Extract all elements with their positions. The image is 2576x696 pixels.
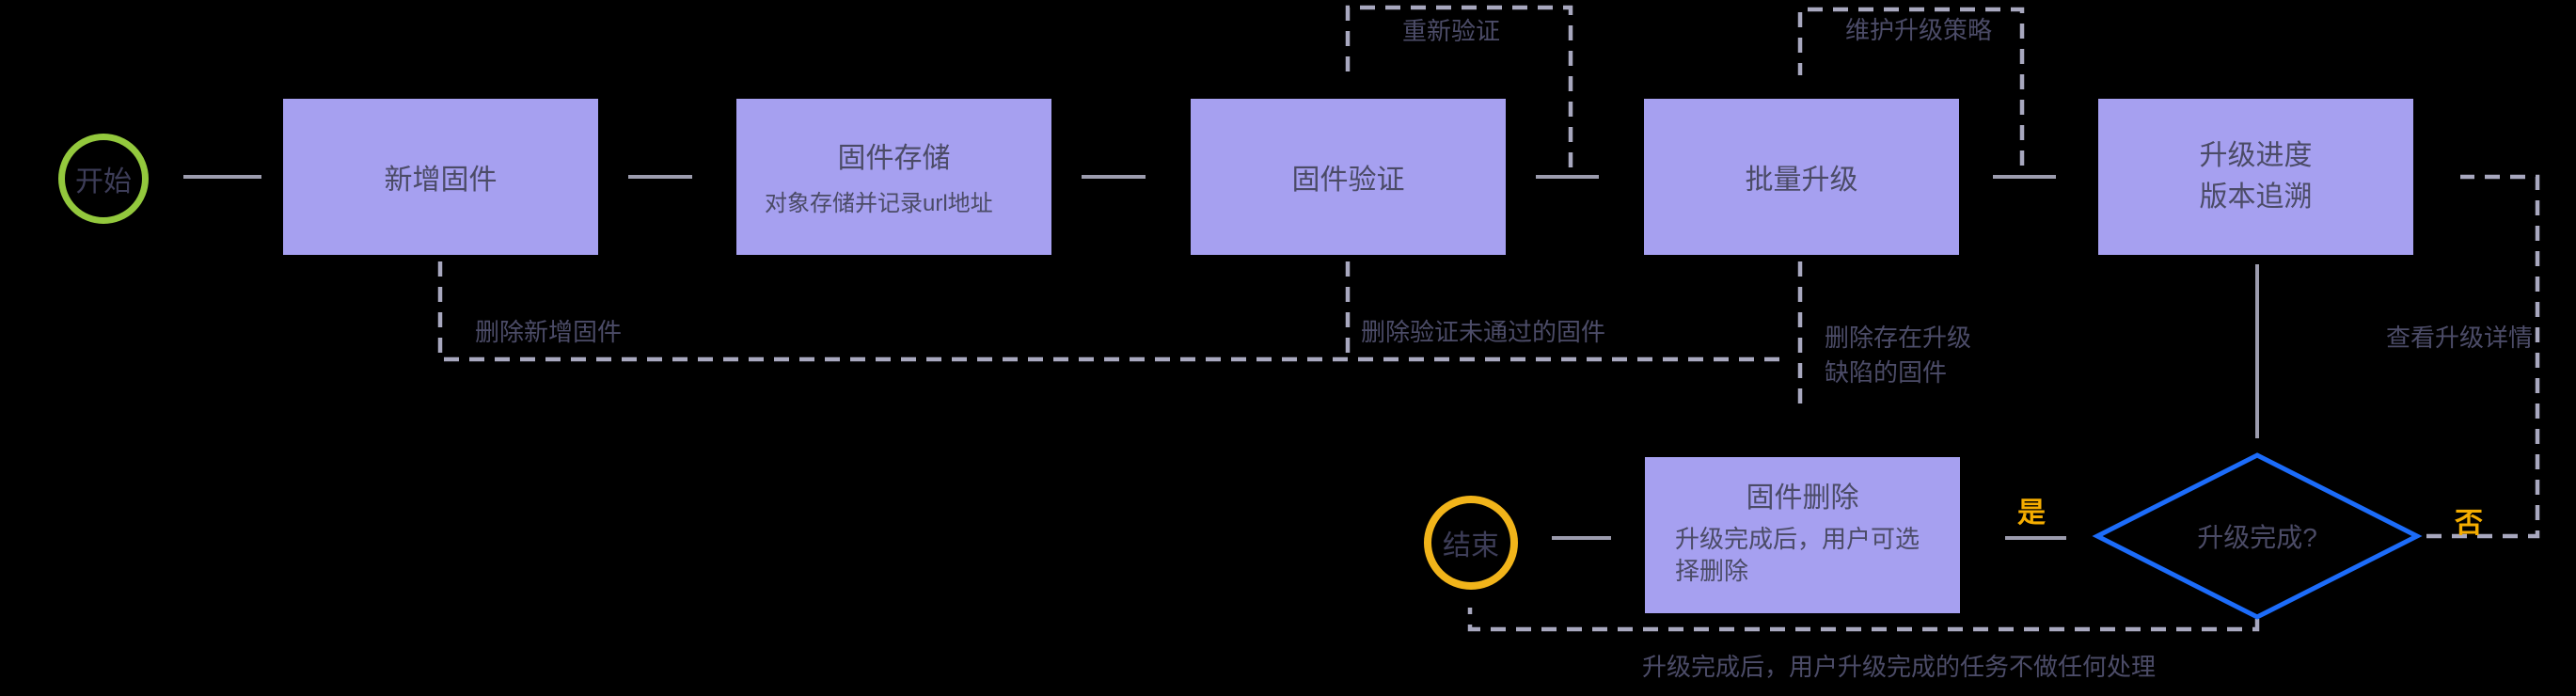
edge-label-no: 否	[2455, 508, 2483, 539]
edge-label-yes: 是	[2017, 498, 2046, 529]
process-box-firmware-storage[interactable]: 固件存储 对象存储并记录url地址	[736, 99, 1051, 255]
edge-label-delete-new: 删除新增固件	[475, 318, 623, 346]
edge-label-reverify: 重新验证	[1402, 17, 1501, 45]
decision-diamond[interactable]	[2092, 452, 2423, 620]
batch-upgrade-title: 批量升级	[1745, 165, 1858, 196]
edge-label-delete-defective: 删除存在升级 缺陷的固件	[1825, 324, 1972, 387]
edge-label-view-details: 查看升级详情	[2386, 324, 2534, 352]
end-node[interactable]: 结束	[1424, 496, 1518, 590]
process-box-firmware-verify[interactable]: 固件验证	[1191, 99, 1506, 255]
upgrade-progress-title: 升级进度 版本追溯	[2199, 140, 2313, 213]
edge-decision-no-loop	[2426, 174, 2540, 539]
process-box-firmware-delete[interactable]: 固件删除 升级完成后，用户可选择删除	[1645, 457, 1960, 613]
edge-reverify-loop	[1345, 5, 1573, 167]
firmware-storage-title: 固件存储	[837, 143, 951, 174]
edge-delete-new-path	[437, 261, 1787, 362]
start-node-label: 开始	[75, 166, 132, 198]
edge-label-no-action: 升级完成后，用户升级完成的任务不做任何处理	[1642, 653, 2157, 681]
process-box-upgrade-progress[interactable]: 升级进度 版本追溯	[2098, 99, 2413, 255]
edge-maintain-policy-loop	[1797, 7, 2025, 166]
start-node[interactable]: 开始	[58, 134, 149, 224]
add-firmware-title: 新增固件	[384, 165, 498, 196]
edge-label-maintain-policy: 维护升级策略	[1845, 16, 1993, 44]
firmware-storage-subtitle: 对象存储并记录url地址	[765, 191, 993, 216]
end-node-label: 结束	[1443, 530, 1499, 562]
firmware-delete-title: 固件删除	[1746, 482, 1859, 514]
firmware-delete-subtitle: 升级完成后，用户可选择删除	[1675, 525, 1920, 585]
decision-label: 升级完成?	[2197, 523, 2317, 552]
process-box-add-firmware[interactable]: 新增固件	[283, 99, 598, 255]
firmware-verify-title: 固件验证	[1291, 165, 1405, 196]
edge-bottom-return-path	[1467, 608, 2260, 632]
process-box-batch-upgrade[interactable]: 批量升级	[1644, 99, 1959, 255]
edge-label-delete-failed: 删除验证未通过的固件	[1361, 318, 1606, 346]
